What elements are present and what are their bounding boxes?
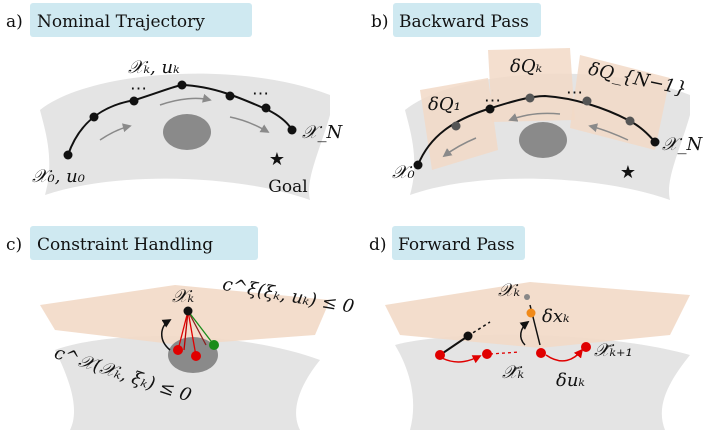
panel-a-ellipsis-1: ⋯ [130,79,147,99]
panel-a-node [225,91,235,101]
panel-b-qk-label: δQₖ [510,56,543,77]
panel-b-goal-star-icon: ★ [620,162,636,183]
panel-b-prefix: b) [371,12,389,32]
panel-a-start-label: 𝒳₀, u₀ [32,166,85,187]
panel-b-flow-arrow-1 [442,137,477,158]
panel-a-goal-label: Goal [268,177,307,197]
panel-c-rotation-arrow-icon [161,319,172,351]
panel-a-flow-arrow-1 [99,123,132,141]
panel-c-title-box [30,226,258,260]
panel-b-node [525,93,535,103]
panel-a-prefix: a) [6,12,23,32]
panel-d: d) Forward Pass 𝒳ₖ δxₖ 𝒳̄ₖ δuₖ 𝒳̄ₖ₊₁ [369,226,690,430]
panel-b-node-start [413,160,423,170]
panel-b-node [451,121,461,131]
panel-d-red-arrow-2 [545,348,584,362]
panel-d-title-box [392,226,525,260]
panel-c-tangent-plane [40,285,330,345]
panel-d-red-point-k [536,348,546,358]
panel-c: c) Constraint Handling 𝒳ₖ c^ξ(ξₖ, uₖ) ≤ … [6,226,356,430]
panel-d-red-arrow-1 [441,355,482,364]
panel-b-end-label: 𝒳_N [662,134,703,155]
panel-c-prefix: c) [6,235,22,255]
panel-b-node-end [650,137,660,147]
panel-b-tangent-plane-k [488,48,575,122]
panel-d-xk-label: 𝒳ₖ [498,280,520,301]
panel-b: b) Backward Pass ⋯ ⋯ δQ₁ δQₖ δQ_{N−1} 𝒳₀… [371,3,703,200]
panel-a-node [129,96,139,106]
panel-d-xbar-k-label: 𝒳̄ₖ [502,362,524,383]
panel-d-tangent-plane [385,282,690,348]
panel-c-constraint-line [187,310,197,357]
panel-d-du-label: δuₖ [556,370,585,391]
panel-a-node-end [287,125,297,135]
panel-a-node [89,112,99,122]
panel-b-flow-arrow-2 [508,112,561,122]
panel-c-red-point [173,345,183,355]
panel-d-orange-point [526,308,536,318]
panel-d-title: Forward Pass [398,235,515,255]
panel-b-obstacle [519,122,567,158]
panel-b-start-label: 𝒳₀ [392,162,415,183]
panel-b-node [625,116,635,126]
panel-c-constraint-line [187,310,207,346]
panel-b-ellipsis-2: ⋯ [566,83,583,103]
panel-d-surface [395,334,690,430]
panel-c-xk-label: 𝒳ₖ [172,286,194,307]
panel-d-red-point [482,349,492,359]
panel-d-nominal-node-k [524,294,530,300]
panel-d-red-dashed [489,351,521,355]
panel-a-ellipsis-2: ⋯ [252,84,269,104]
panel-a-title: Nominal Trajectory [37,12,205,32]
panel-b-q1-label: δQ₁ [428,94,461,115]
panel-a-goal-star-icon: ★ [269,149,285,170]
panel-a-mid-label: 𝒳ₖ, uₖ [128,57,180,78]
panel-a-node [261,103,271,113]
panel-c-title: Constraint Handling [37,235,213,255]
panel-d-red-point [435,350,445,360]
panel-b-node [485,104,495,114]
panel-a-flow-arrow-3 [229,116,270,133]
panel-c-constraint-line [177,310,189,351]
panel-a: a) Nominal Trajectory ⋯ ⋯ 𝒳ₖ, uₖ 𝒳₀, u₀ … [6,3,343,200]
panel-a-node-start [63,150,73,160]
panel-b-node [582,96,592,106]
panel-c-constraint-line [187,310,215,346]
panel-d-nominal-segment [439,335,469,356]
panel-d-dx-label: δxₖ [542,306,570,327]
panel-a-title-box [30,3,252,37]
panel-a-end-label: 𝒳_N [302,122,343,143]
panel-b-ellipsis-1: ⋯ [484,91,501,111]
panel-d-nominal-node [463,331,473,341]
panel-b-flow-arrow-3 [588,123,629,141]
panel-a-node-k [177,80,187,90]
panel-c-green-point [209,340,219,350]
panel-b-title-box [393,3,541,37]
panel-d-nominal-dashed [467,321,491,337]
panel-d-red-point-k1 [581,342,591,352]
panel-a-obstacle [163,114,211,150]
panel-d-rotation-arrow-icon [519,320,530,346]
panel-c-surface [55,336,320,430]
panel-c-red-point [191,351,201,361]
panel-b-title: Backward Pass [399,12,529,32]
panel-a-flow-arrow-2 [159,93,212,106]
panel-c-constraint-line [183,310,189,351]
panel-d-xbar-k1-label: 𝒳̄ₖ₊₁ [594,340,633,361]
panel-c-node-k [183,306,193,316]
panel-d-prefix: d) [369,235,387,255]
